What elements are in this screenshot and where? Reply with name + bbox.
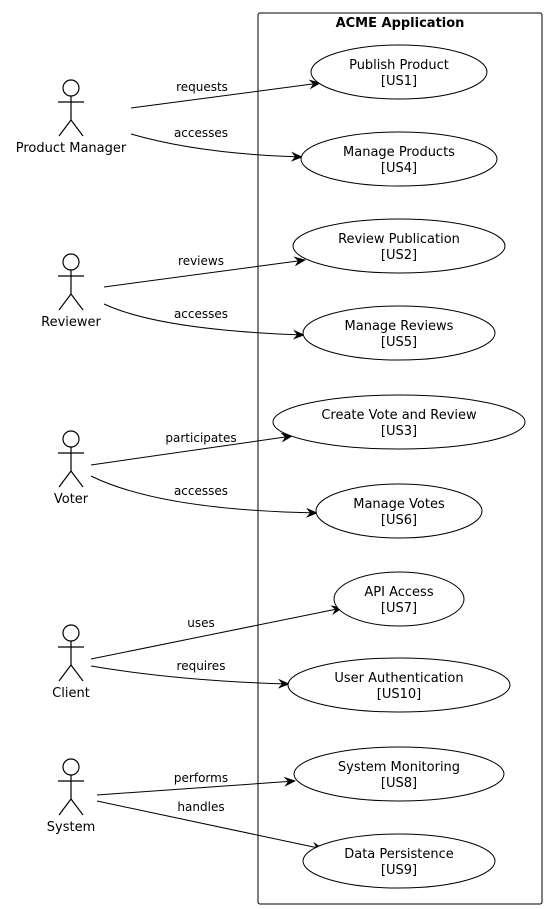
- use-case-ellipse: [315, 483, 483, 539]
- association-arrow: [103, 303, 305, 340]
- actor-client: Client: [52, 624, 90, 701]
- association-arrow: [96, 800, 324, 852]
- use-case-code: [US8]: [381, 776, 417, 791]
- use-case-code: [US6]: [381, 513, 417, 528]
- actor-left-leg: [58, 798, 72, 816]
- use-case-manage-reviews: Manage Reviews[US5]: [302, 305, 496, 361]
- actor-right-leg: [70, 293, 84, 311]
- use-case-data-persistence: Data Persistence[US9]: [302, 833, 496, 889]
- association-product-manager-to-publish-product: requests: [130, 79, 321, 109]
- use-case-name: Manage Reviews: [345, 319, 454, 334]
- use-case-publish-product: Publish Product[US1]: [310, 44, 488, 100]
- actor-head: [62, 624, 80, 642]
- association-client-to-user-authentication: requires: [90, 659, 290, 689]
- use-case-ellipse: [310, 44, 488, 100]
- system-boundary: [257, 12, 543, 905]
- use-case-name: Publish Product: [349, 58, 449, 73]
- association-label: accesses: [174, 307, 228, 321]
- actor-head: [62, 79, 80, 97]
- actor-label: System: [47, 820, 95, 835]
- actor-head: [62, 430, 80, 448]
- association-arrow: [103, 256, 306, 288]
- actor-label: Client: [52, 686, 90, 701]
- actor-label: Reviewer: [41, 315, 101, 330]
- association-arrow: [130, 133, 303, 162]
- actor-left-leg: [58, 470, 72, 488]
- actor-right-leg: [70, 798, 84, 816]
- association-label: performs: [174, 771, 228, 785]
- association-arrow: [130, 79, 321, 109]
- use-case-ellipse: [272, 394, 526, 450]
- actor-label: Product Manager: [16, 141, 127, 156]
- actor-left-leg: [58, 664, 72, 682]
- association-arrow: [90, 665, 290, 689]
- use-case-name: Manage Votes: [353, 497, 445, 512]
- use-case-system-monitoring: System Monitoring[US8]: [293, 746, 505, 802]
- actor-system: System: [47, 758, 95, 835]
- association-label: requests: [176, 80, 228, 94]
- use-case-review-publication: Review Publication[US2]: [292, 218, 506, 274]
- association-system-to-system-monitoring: performs: [96, 771, 296, 796]
- association-arrow: [90, 475, 318, 518]
- association-label: handles: [177, 800, 224, 814]
- actor-head: [62, 253, 80, 271]
- use-case-name: Create Vote and Review: [321, 408, 477, 423]
- use-case-code: [US4]: [381, 161, 417, 176]
- use-case-name: API Access: [364, 585, 433, 600]
- use-case-manage-votes: Manage Votes[US6]: [315, 483, 483, 539]
- association-label: reviews: [178, 254, 224, 268]
- use-case-manage-products: Manage Products[US4]: [300, 131, 498, 187]
- actor-left-leg: [58, 293, 72, 311]
- use-case-name: System Monitoring: [338, 760, 460, 775]
- use-case-name: User Authentication: [334, 671, 463, 686]
- association-client-to-api-access: uses: [90, 605, 343, 660]
- use-case-code: [US3]: [381, 424, 417, 439]
- association-product-manager-to-manage-products: accesses: [130, 126, 303, 162]
- actor-head: [62, 758, 80, 776]
- use-case-ellipse: [300, 131, 498, 187]
- use-case-create-vote-and-review: Create Vote and Review[US3]: [272, 394, 526, 450]
- use-case-ellipse: [287, 657, 511, 713]
- actor-voter: Voter: [54, 430, 89, 507]
- association-reviewer-to-review-publication: reviews: [103, 254, 306, 288]
- actor-right-leg: [70, 119, 84, 137]
- association-label: participates: [165, 431, 236, 445]
- actor-product-manager: Product Manager: [16, 79, 127, 156]
- use-case-ellipse: [302, 833, 496, 889]
- use-case-ellipse: [302, 305, 496, 361]
- use-case-code: [US10]: [377, 687, 421, 702]
- use-case-code: [US9]: [381, 863, 417, 878]
- association-reviewer-to-manage-reviews: accesses: [103, 303, 305, 340]
- association-voter-to-manage-votes: accesses: [90, 475, 318, 518]
- association-system-to-data-persistence: handles: [96, 800, 324, 852]
- association-arrow: [90, 605, 343, 660]
- association-label: accesses: [174, 484, 228, 498]
- actor-label: Voter: [54, 492, 89, 507]
- use-case-user-authentication: User Authentication[US10]: [287, 657, 511, 713]
- use-case-code: [US5]: [381, 335, 417, 350]
- use-case-ellipse: [333, 571, 465, 627]
- use-case-api-access: API Access[US7]: [333, 571, 465, 627]
- use-case-code: [US1]: [381, 74, 417, 89]
- association-arrow: [90, 432, 293, 466]
- use-case-code: [US7]: [381, 601, 417, 616]
- actor-right-leg: [70, 470, 84, 488]
- use-case-name: Review Publication: [338, 232, 460, 247]
- use-case-ellipse: [292, 218, 506, 274]
- use-case-name: Manage Products: [343, 145, 455, 160]
- system-title: ACME Application: [336, 16, 465, 31]
- association-arrow: [96, 776, 296, 796]
- association-label: accesses: [174, 126, 228, 140]
- use-case-name: Data Persistence: [344, 847, 454, 862]
- actor-right-leg: [70, 664, 84, 682]
- association-label: uses: [187, 616, 215, 630]
- actor-reviewer: Reviewer: [41, 253, 102, 330]
- association-voter-to-create-vote-and-review: participates: [90, 431, 293, 466]
- use-case-code: [US2]: [381, 248, 417, 263]
- actor-left-leg: [58, 119, 72, 137]
- association-label: requires: [177, 659, 226, 673]
- use-case-ellipse: [293, 746, 505, 802]
